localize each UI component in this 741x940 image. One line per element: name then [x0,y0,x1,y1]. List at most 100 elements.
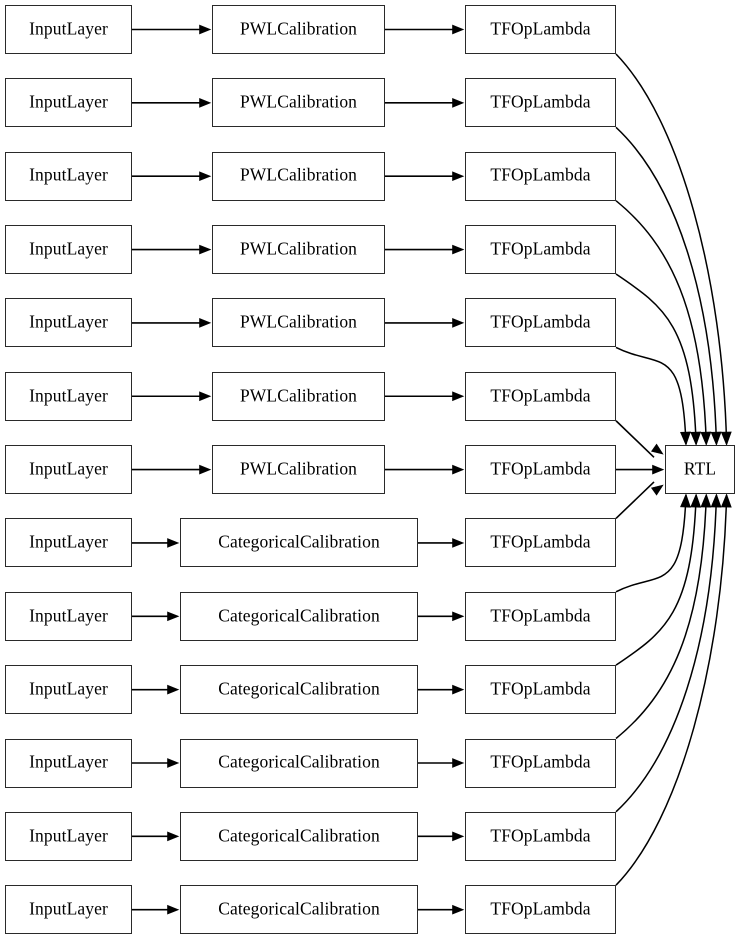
node-pwl-calibration-0[interactable]: PWLCalibration [212,5,385,54]
arrowhead-calibration-to-op-12 [452,904,465,915]
node-input-layer-1[interactable]: InputLayer [5,78,132,128]
node-input-layer-4-label: InputLayer [29,311,108,332]
node-pwl-calibration-6-label: PWLCalibration [239,458,358,479]
node-categorical-calibration-8-label: CategoricalCalibration [218,605,380,626]
node-pwl-calibration-6[interactable]: PWLCalibration [212,445,385,495]
arrowhead-calibration-to-op-0 [452,24,465,35]
arrowhead-op-to-rtl-10 [700,493,712,508]
edge-op-to-rtl-2 [615,200,708,445]
node-tfoplambda-8[interactable]: TFOpLambda [465,591,616,641]
edge-op-to-rtl-8 [615,495,687,593]
arrowhead-input-to-calibration-4 [199,318,212,328]
node-categorical-calibration-12[interactable]: CategoricalCalibration [180,885,418,935]
node-tfoplambda-4[interactable]: TFOpLambda [465,298,616,348]
node-rtl-label: RTL [683,458,717,479]
arrowhead-calibration-to-op-4 [452,318,465,328]
node-categorical-calibration-12-label: CategoricalCalibration [218,898,380,919]
node-categorical-calibration-9[interactable]: CategoricalCalibration [180,665,418,715]
node-tfoplambda-11[interactable]: TFOpLambda [465,811,616,861]
node-tfoplambda-0[interactable]: TFOpLambda [465,5,616,54]
node-input-layer-0-label: InputLayer [29,18,108,39]
node-categorical-calibration-11-label: CategoricalCalibration [218,825,380,846]
arrowhead-calibration-to-op-7 [452,538,465,548]
node-rtl[interactable]: RTL [665,445,735,495]
node-input-layer-7[interactable]: InputLayer [5,518,132,568]
arrowhead-op-to-rtl-2 [700,431,712,446]
node-input-layer-11[interactable]: InputLayer [5,811,132,861]
arrowhead-input-to-calibration-1 [199,98,212,108]
node-tfoplambda-5-label: TFOpLambda [490,385,591,405]
arrowhead-calibration-to-op-5 [452,391,465,402]
node-input-layer-0[interactable]: InputLayer [5,5,132,54]
edge-op-to-rtl-10 [615,495,708,740]
node-tfoplambda-10[interactable]: TFOpLambda [465,738,616,788]
arrowhead-calibration-to-op-1 [452,98,465,108]
edge-op-to-rtl-0 [615,53,728,445]
edge-op-to-rtl-9 [615,495,697,666]
node-tfoplambda-5[interactable]: TFOpLambda [465,371,616,421]
arrowhead-op-to-rtl-0 [720,431,732,446]
node-tfoplambda-2-label: TFOpLambda [490,164,591,185]
arrowhead-op-to-rtl-9 [690,493,702,508]
node-input-layer-10[interactable]: InputLayer [5,738,132,788]
arrowhead-calibration-to-op-10 [452,758,465,768]
node-tfoplambda-2[interactable]: TFOpLambda [465,151,616,201]
node-input-layer-11-label: InputLayer [29,825,108,846]
node-input-layer-4[interactable]: InputLayer [5,298,132,348]
node-input-layer-12[interactable]: InputLayer [5,885,132,935]
arrowhead-input-to-calibration-9 [167,684,180,695]
node-pwl-calibration-0-label: PWLCalibration [239,18,358,39]
node-tfoplambda-7[interactable]: TFOpLambda [465,518,616,568]
node-categorical-calibration-11[interactable]: CategoricalCalibration [180,811,418,861]
arrowhead-input-to-calibration-2 [199,171,212,182]
node-tfoplambda-6[interactable]: TFOpLambda [465,445,616,495]
node-categorical-calibration-7[interactable]: CategoricalCalibration [180,518,418,568]
node-input-layer-6-label: InputLayer [29,458,108,479]
node-tfoplambda-11-label: TFOpLambda [490,825,591,846]
node-input-layer-2[interactable]: InputLayer [5,151,132,201]
node-pwl-calibration-5-label: PWLCalibration [239,385,358,405]
node-input-layer-3[interactable]: InputLayer [5,225,132,275]
arrowhead-calibration-to-op-6 [452,464,465,475]
node-pwl-calibration-1[interactable]: PWLCalibration [212,78,385,128]
arrowhead-op-to-rtl-8 [680,493,691,508]
edge-op-to-rtl-1 [615,126,718,445]
node-categorical-calibration-8[interactable]: CategoricalCalibration [180,591,418,641]
node-input-layer-3-label: InputLayer [29,238,108,259]
node-categorical-calibration-10-label: CategoricalCalibration [218,751,380,772]
node-input-layer-9[interactable]: InputLayer [5,665,132,715]
node-input-layer-8[interactable]: InputLayer [5,591,132,641]
node-categorical-calibration-10[interactable]: CategoricalCalibration [180,738,418,788]
node-tfoplambda-12[interactable]: TFOpLambda [465,885,616,935]
node-tfoplambda-4-label: TFOpLambda [490,311,591,332]
node-tfoplambda-1[interactable]: TFOpLambda [465,78,616,128]
arrowhead-calibration-to-op-9 [452,684,465,695]
node-pwl-calibration-3-label: PWLCalibration [239,238,358,259]
node-tfoplambda-9[interactable]: TFOpLambda [465,665,616,715]
node-tfoplambda-7-label: TFOpLambda [490,531,591,552]
node-input-layer-5-label: InputLayer [29,385,108,405]
arrowhead-op-to-rtl-6 [652,464,665,475]
node-input-layer-6[interactable]: InputLayer [5,445,132,495]
node-input-layer-5[interactable]: InputLayer [5,371,132,421]
node-pwl-calibration-3[interactable]: PWLCalibration [212,225,385,275]
node-pwl-calibration-4[interactable]: PWLCalibration [212,298,385,348]
node-categorical-calibration-9-label: CategoricalCalibration [218,678,380,699]
arrowhead-calibration-to-op-8 [452,611,465,622]
node-input-layer-12-label: InputLayer [29,898,108,919]
edge-op-to-rtl-3 [615,273,697,445]
arrowhead-input-to-calibration-6 [199,464,212,475]
node-input-layer-2-label: InputLayer [29,164,108,185]
node-tfoplambda-3[interactable]: TFOpLambda [465,225,616,275]
node-tfoplambda-10-label: TFOpLambda [490,751,591,772]
node-pwl-calibration-2[interactable]: PWLCalibration [212,151,385,201]
node-pwl-calibration-5[interactable]: PWLCalibration [212,371,385,421]
arrowhead-input-to-calibration-8 [167,611,180,622]
node-pwl-calibration-4-label: PWLCalibration [239,311,358,332]
arrowhead-input-to-calibration-5 [199,391,212,402]
edge-op-to-rtl-4 [615,346,687,445]
node-tfoplambda-3-label: TFOpLambda [490,238,591,259]
node-tfoplambda-12-label: TFOpLambda [490,898,591,919]
node-tfoplambda-0-label: TFOpLambda [490,18,591,39]
